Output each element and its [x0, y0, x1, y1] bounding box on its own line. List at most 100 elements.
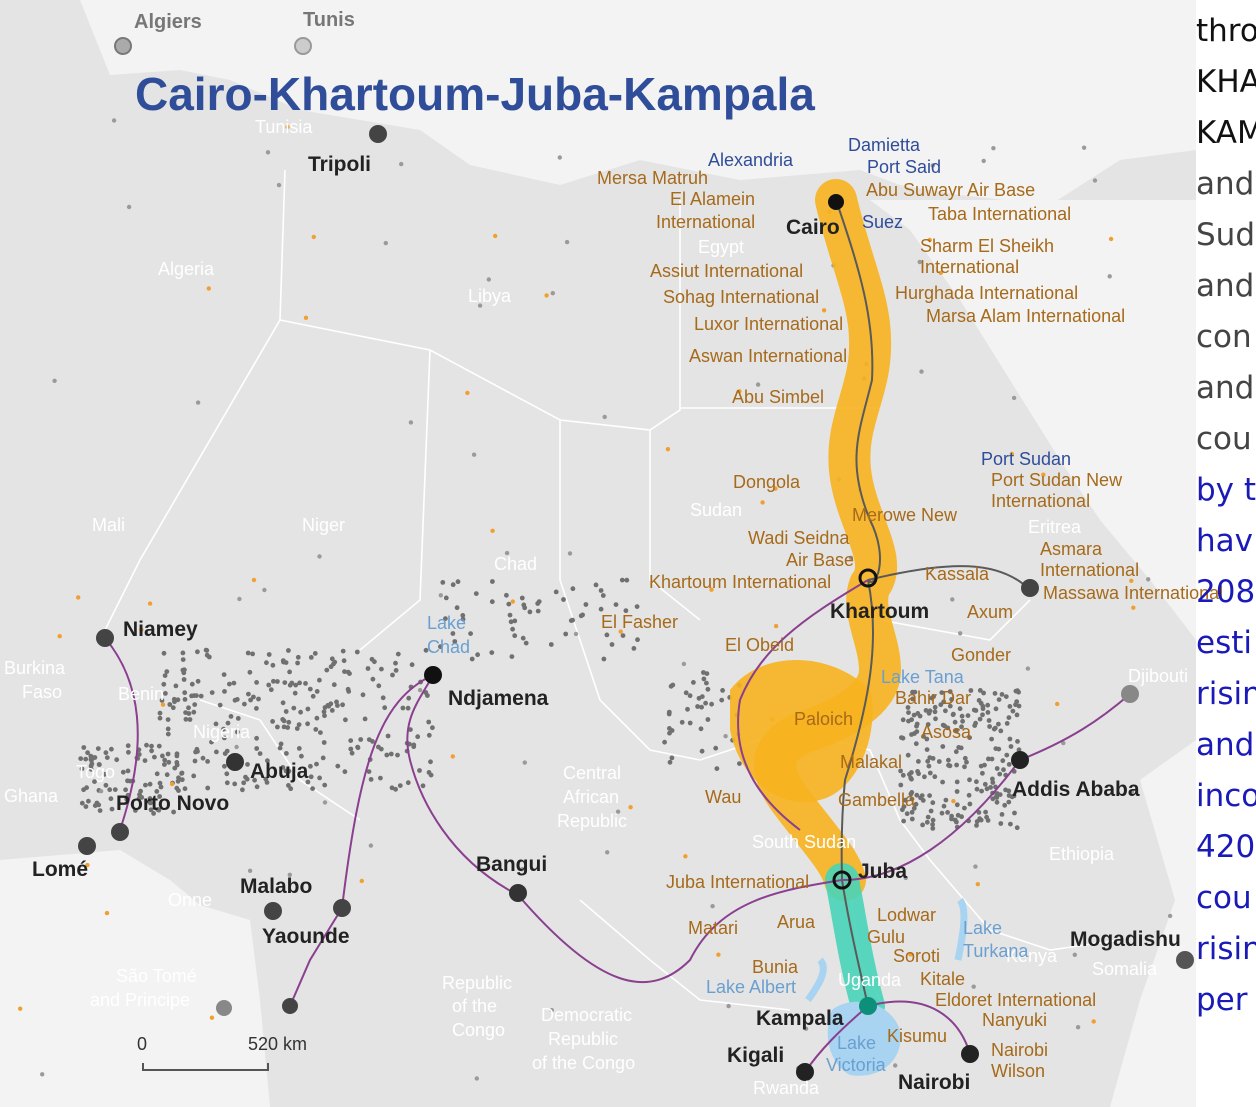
settlement-dot [415, 734, 421, 740]
city-label-abuja[interactable]: Abuja [250, 760, 309, 783]
city-label-khartoum[interactable]: Khartoum [830, 600, 929, 623]
settlement-dot [1007, 736, 1013, 742]
nairobi-marker[interactable] [961, 1045, 979, 1063]
settlement-dot [399, 161, 404, 167]
settlement-dot [151, 811, 157, 816]
city-label-tripoli[interactable]: Tripoli [308, 153, 371, 176]
settlement-dot [628, 805, 633, 810]
settlement-dot [95, 746, 101, 751]
kigali-marker[interactable] [796, 1063, 814, 1081]
city-label-yaounde[interactable]: Yaounde [262, 925, 350, 948]
lome-marker[interactable] [78, 837, 96, 855]
settlement-dot [287, 682, 293, 688]
addis-ababa-marker[interactable] [1011, 751, 1029, 769]
porto-novo-marker[interactable] [111, 823, 129, 841]
settlement-dot [154, 771, 160, 777]
algiers-marker [114, 37, 132, 55]
mogadishu-marker[interactable] [1176, 951, 1194, 969]
settlement-dot [553, 589, 559, 595]
settlement-dot [950, 597, 955, 602]
niamey-marker[interactable] [96, 629, 114, 647]
settlement-dot [512, 633, 518, 639]
congo-marker[interactable] [282, 998, 298, 1014]
juba-marker[interactable] [832, 870, 852, 890]
settlement-dot [1009, 451, 1015, 457]
settlement-dot [162, 762, 167, 767]
settlement-dot [521, 602, 527, 608]
djibouti-marker[interactable] [1121, 685, 1139, 703]
settlement-dot [280, 765, 286, 770]
airport-label-gonder: Gonder [951, 645, 1011, 665]
settlement-dot [975, 882, 980, 887]
settlement-dot [280, 700, 286, 706]
city-label-mogadishu[interactable]: Mogadishu [1070, 928, 1181, 951]
city-label-ndjamena[interactable]: Ndjamena [448, 687, 549, 710]
ndjamena-marker[interactable] [424, 666, 442, 684]
city-label-lome[interactable]: Lomé [32, 858, 88, 881]
country-label-togo: Togo [76, 762, 115, 782]
settlement-dot [773, 623, 779, 629]
settlement-dot [291, 705, 297, 711]
massawa-marker[interactable] [1021, 579, 1039, 597]
yaounde-marker[interactable] [333, 899, 351, 917]
city-label-juba[interactable]: Juba [858, 860, 907, 883]
settlement-dot [180, 650, 186, 656]
settlement-dot [174, 753, 180, 759]
malabo-marker[interactable] [264, 902, 282, 920]
country-label-drc-line2: Republic [548, 1029, 618, 1049]
settlement-dot [943, 708, 948, 714]
settlement-dot [287, 872, 292, 877]
settlement-dot [297, 680, 302, 686]
settlement-dot [670, 682, 676, 688]
city-label-malabo[interactable]: Malabo [240, 875, 312, 898]
abuja-marker[interactable] [226, 753, 244, 771]
settlement-dot [176, 788, 181, 793]
sao-tome-marker[interactable] [216, 1000, 232, 1016]
kampala-marker[interactable] [859, 997, 877, 1015]
city-label-cairo[interactable]: Cairo [786, 216, 840, 239]
city-label-addis-ababa[interactable]: Addis Ababa [1012, 778, 1140, 801]
settlement-dot [930, 817, 936, 823]
settlement-dot [247, 669, 253, 675]
settlement-dot [967, 801, 973, 807]
settlement-dot [149, 743, 154, 749]
settlement-dot [224, 771, 230, 777]
settlement-dot [927, 708, 933, 714]
tripoli-marker[interactable] [369, 125, 387, 143]
settlement-dot [152, 754, 157, 760]
bangui-marker[interactable] [509, 884, 527, 902]
settlement-dot [322, 800, 328, 805]
city-label-kigali[interactable]: Kigali [727, 1044, 784, 1067]
settlement-dot [960, 718, 965, 724]
settlement-dot [165, 717, 171, 722]
city-label-niamey[interactable]: Niamey [123, 618, 198, 641]
settlement-dot [368, 777, 374, 782]
settlement-dot [623, 608, 629, 614]
airport-label-port-sudan-new: Port Sudan New [991, 470, 1123, 490]
cairo-marker[interactable] [828, 194, 844, 210]
settlement-dot [393, 786, 398, 792]
settlement-dot [287, 669, 292, 675]
settlement-dot [312, 651, 318, 656]
country-label-eritrea: Eritrea [1028, 517, 1082, 537]
city-label-nairobi[interactable]: Nairobi [898, 1071, 970, 1094]
settlement-dot [910, 696, 916, 702]
city-label-porto-novo[interactable]: Porto Novo [116, 792, 229, 815]
settlement-dot [78, 756, 84, 761]
settlement-dot [378, 775, 383, 781]
settlement-dot [803, 1026, 809, 1031]
khartoum-marker[interactable] [858, 568, 878, 588]
water-labels: Lake Chad Lake Tana Lake Turkana Lake Al… [427, 613, 1029, 1075]
settlement-dot [181, 677, 187, 682]
settlement-dot [198, 693, 204, 699]
city-label-kampala[interactable]: Kampala [756, 1007, 844, 1030]
city-label-bangui[interactable]: Bangui [476, 853, 547, 876]
settlement-dot [486, 277, 491, 282]
settlement-dot [962, 805, 967, 811]
settlement-dot [704, 680, 709, 686]
settlement-dot [245, 650, 251, 656]
map-title: Cairo-Khartoum-Juba-Kampala [135, 68, 815, 120]
settlement-dot [214, 749, 219, 755]
settlement-dot [549, 1007, 554, 1013]
